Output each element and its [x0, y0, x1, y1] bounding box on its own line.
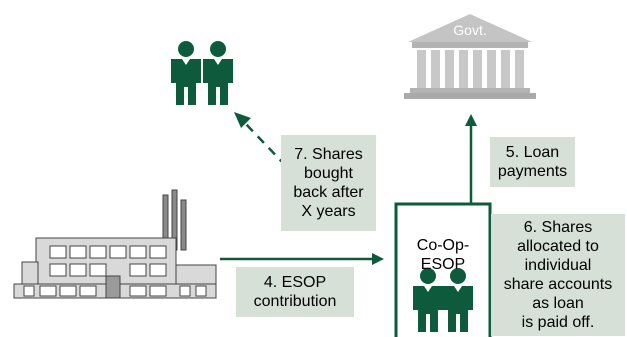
label-shares-bought-back: 7. Shares bought back after X years — [281, 135, 376, 231]
arrow-shares-bought-back — [234, 112, 287, 167]
two-workers-icon-top — [171, 41, 233, 105]
govt-label: Govt. — [453, 22, 486, 38]
label-loan-payments: 5. Loan payments — [490, 137, 575, 187]
label-esop-contribution: 4. ESOP contribution — [236, 267, 354, 317]
label-esop-contribution-text: 4. ESOP contribution — [253, 274, 337, 310]
government-building-icon: Govt. — [404, 14, 536, 99]
factory-icon — [13, 189, 217, 299]
label-shares-bought-back-text: 7. Shares bought back after X years — [293, 146, 364, 220]
arrow-loan-payments — [465, 114, 477, 204]
label-shares-allocated: 6. Shares allocated to individual share … — [491, 214, 625, 336]
esop-box-title: Co-Op- ESOP — [416, 237, 470, 273]
label-shares-allocated-text: 6. Shares allocated to individual share … — [503, 219, 613, 331]
two-workers-icon-esop — [413, 268, 473, 332]
label-loan-payments-text: 5. Loan payments — [497, 144, 568, 180]
esop-box-border — [394, 202, 492, 337]
arrow-esop-contribution — [220, 253, 384, 265]
